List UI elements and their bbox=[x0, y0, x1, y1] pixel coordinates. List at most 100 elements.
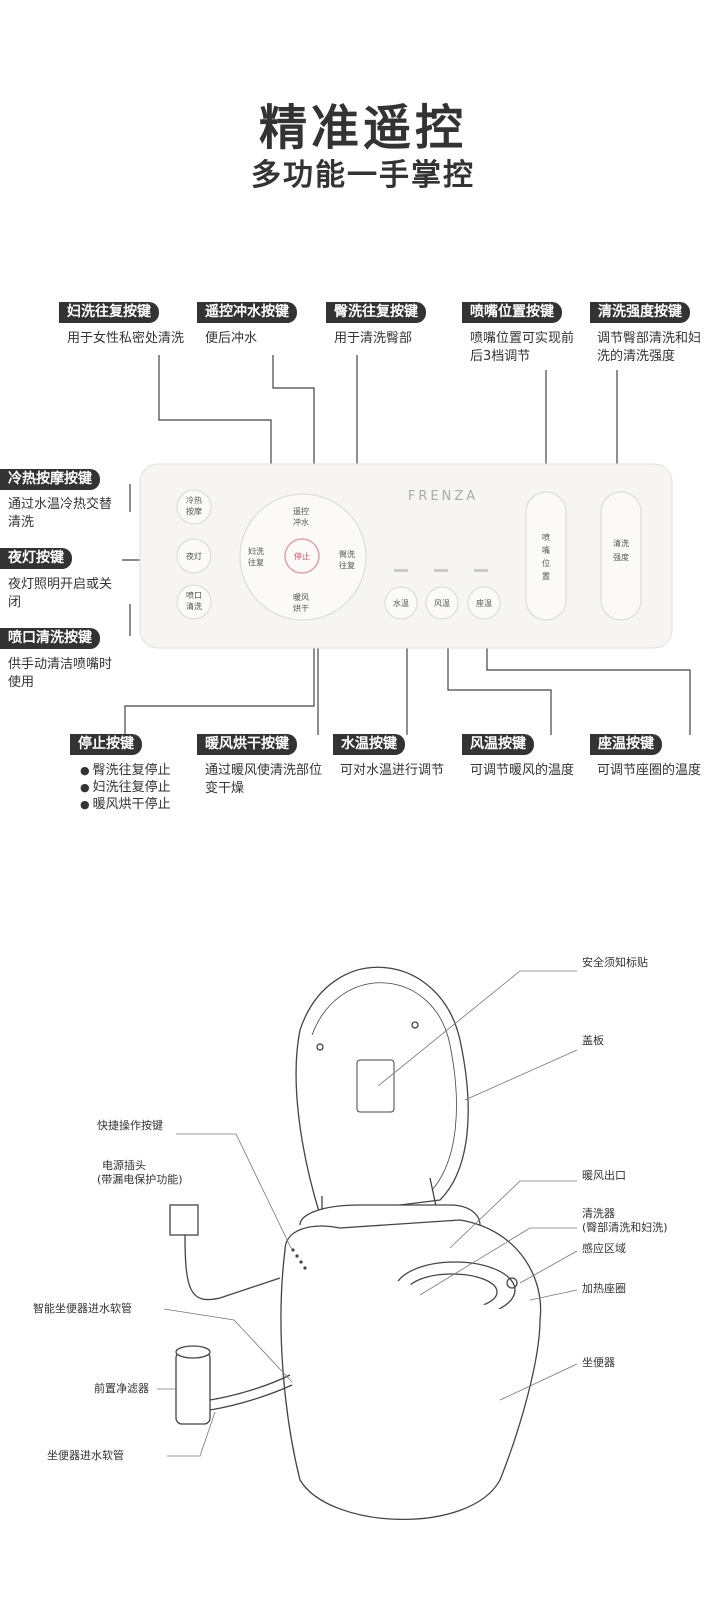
svg-text:水温: 水温 bbox=[393, 598, 409, 608]
water-temp-indicator bbox=[394, 569, 408, 572]
nozzle-position-slider bbox=[525, 491, 567, 621]
seat-temp-button bbox=[467, 586, 501, 620]
nozzle-position-label-1: 喷 bbox=[542, 532, 550, 542]
desc-cold-hot-massage: 通过水温冷热交替清洗 bbox=[8, 497, 113, 530]
cold-hot-label-2: 按摩 bbox=[186, 506, 202, 516]
sensor-area-shape bbox=[506, 1277, 518, 1289]
water-temp-button bbox=[384, 586, 418, 620]
filter-shape bbox=[175, 1351, 211, 1425]
tag-warm-dry: 暖风烘干按键 bbox=[197, 734, 297, 755]
air-temp-indicator bbox=[434, 569, 448, 572]
stop-bullet-item: 妇洗往复停止 bbox=[80, 779, 171, 796]
nozzle-clean-label-1: 喷口 bbox=[186, 590, 202, 600]
label-quick-buttons: 快捷操作按键 bbox=[97, 1119, 163, 1132]
label-sensor-area: 感应区域 bbox=[582, 1242, 626, 1255]
nozzle-position-label-2: 嘴 bbox=[542, 545, 550, 555]
wash-strength-slider bbox=[600, 491, 642, 621]
label-safety-sticker: 安全须知标贴 bbox=[582, 956, 648, 969]
tag-air-temp: 风温按键 bbox=[462, 734, 534, 755]
leader-toilet-hose bbox=[167, 1411, 216, 1457]
leader-remote-flush bbox=[272, 355, 315, 464]
stop-bullet-item: 臀洗往复停止 bbox=[80, 762, 171, 779]
svg-text:停止: 停止 bbox=[294, 551, 310, 561]
leader-washer bbox=[419, 1227, 577, 1296]
hip-wash-label-2: 往复 bbox=[339, 560, 355, 570]
warm-dry-label-1: 暖风 bbox=[293, 593, 309, 602]
tag-nozzle-clean: 喷口清洗按键 bbox=[0, 628, 100, 649]
stop-bullet-list: 臀洗往复停止 妇洗往复停止 暖风烘干停止 bbox=[80, 762, 171, 813]
hose-smart-seat bbox=[209, 1384, 293, 1411]
remote-diagram: FRENZA 冷热 按摩 夜灯 喷口 清洗 停止 遥控 冲水 妇洗 往复 臀洗 … bbox=[122, 355, 691, 735]
hinge-screw-right bbox=[411, 1021, 419, 1029]
tag-seat-temp: 座温按键 bbox=[590, 734, 662, 755]
cold-hot-massage-button bbox=[176, 489, 212, 525]
remote-body bbox=[139, 463, 673, 649]
leader-smart-hose bbox=[163, 1308, 293, 1383]
tag-stop: 停止按键 bbox=[70, 734, 142, 755]
tag-hip-wash: 臀洗往复按键 bbox=[326, 302, 426, 323]
label-washer: 清洗器 bbox=[582, 1207, 615, 1220]
desc-lady-wash: 用于女性私密处清洗 bbox=[67, 331, 185, 346]
desc-air-temp: 可调节暖风的温度 bbox=[470, 763, 575, 778]
label-power-plug: 电源插头 bbox=[102, 1159, 146, 1172]
stop-bullet-item: 暖风烘干停止 bbox=[80, 796, 171, 813]
tag-remote-flush: 遥控冲水按键 bbox=[197, 302, 297, 323]
label-power-plug-note: (带漏电保护功能) bbox=[97, 1173, 183, 1186]
cold-hot-label-1: 冷热 bbox=[186, 495, 202, 505]
label-cover: 盖板 bbox=[582, 1034, 604, 1047]
tag-night-light: 夜灯按键 bbox=[0, 548, 72, 569]
tag-cold-hot-massage: 冷热按摩按键 bbox=[0, 469, 100, 490]
desc-nozzle-position: 喷嘴位置可实现前后3档调节 bbox=[470, 331, 575, 364]
wash-strength-label-2: 强度 bbox=[613, 552, 629, 562]
desc-seat-temp: 可调节座圈的温度 bbox=[597, 763, 702, 778]
lady-wash-label-1: 妇洗 bbox=[248, 546, 264, 556]
leader-quick-buttons bbox=[176, 1133, 293, 1251]
leader-lines bbox=[122, 355, 691, 735]
svg-text:夜灯: 夜灯 bbox=[186, 551, 202, 561]
tag-wash-strength: 清洗强度按键 bbox=[590, 302, 690, 323]
page-subtitle: 多功能一手掌控 bbox=[251, 158, 475, 193]
power-cord bbox=[184, 1234, 281, 1301]
page-title: 精准遥控 bbox=[258, 100, 467, 156]
desc-water-temp: 可对水温进行调节 bbox=[340, 763, 445, 778]
leader-stop bbox=[124, 648, 315, 735]
svg-text:座温: 座温 bbox=[476, 598, 492, 608]
leader-warm-air bbox=[449, 1180, 577, 1249]
tag-water-temp: 水温按键 bbox=[333, 734, 405, 755]
warm-dry-label-2: 烘干 bbox=[293, 603, 309, 613]
stop-button bbox=[284, 538, 320, 574]
hinge-screw-left bbox=[316, 1043, 324, 1051]
label-pre-filter: 前置净滤器 bbox=[94, 1382, 149, 1395]
label-toilet-hose: 坐便器进水软管 bbox=[47, 1449, 124, 1462]
desc-nozzle-clean: 供手动清洁喷嘴时使用 bbox=[8, 657, 113, 690]
remote-flush-label-2: 冲水 bbox=[293, 517, 309, 527]
wash-strength-label-1: 清洗 bbox=[613, 538, 629, 548]
filter-top bbox=[175, 1345, 211, 1359]
label-washer-note: (臀部清洗和妇洗) bbox=[582, 1221, 668, 1234]
leader-bowl bbox=[499, 1363, 578, 1401]
label-bowl: 坐便器 bbox=[582, 1356, 615, 1369]
tag-nozzle-position: 喷嘴位置按键 bbox=[462, 302, 562, 323]
lady-wash-label-2: 往复 bbox=[248, 557, 264, 567]
lid-outline bbox=[295, 966, 469, 1216]
desc-hip-wash: 用于清洗臀部 bbox=[334, 331, 413, 346]
air-temp-button bbox=[425, 586, 459, 620]
desc-wash-strength: 调节臀部清洗和妇洗的清洗强度 bbox=[597, 331, 702, 364]
hip-wash-label-1: 臀洗 bbox=[339, 549, 355, 559]
leader-sensor bbox=[519, 1250, 578, 1284]
leader-safety-sticker bbox=[377, 970, 577, 1087]
leader-air-temp bbox=[447, 648, 552, 735]
tag-lady-wash: 妇洗往复按键 bbox=[59, 302, 159, 323]
leader-lady-wash bbox=[158, 355, 272, 464]
leader-seat-temp bbox=[486, 648, 691, 735]
lid-inner bbox=[311, 982, 457, 1191]
remote-flush-label-1: 遥控 bbox=[293, 506, 309, 516]
toilet-diagram bbox=[157, 966, 578, 1520]
brand-logo: FRENZA bbox=[408, 489, 478, 504]
leader-heated-seat bbox=[529, 1289, 578, 1301]
desc-night-light: 夜灯照明开启或关闭 bbox=[8, 577, 113, 610]
quick-buttons-shape bbox=[291, 1248, 307, 1270]
label-warm-air-outlet: 暖风出口 bbox=[582, 1169, 626, 1182]
svg-text:风温: 风温 bbox=[434, 599, 450, 608]
nozzle-position-label-3: 位 bbox=[542, 558, 550, 568]
